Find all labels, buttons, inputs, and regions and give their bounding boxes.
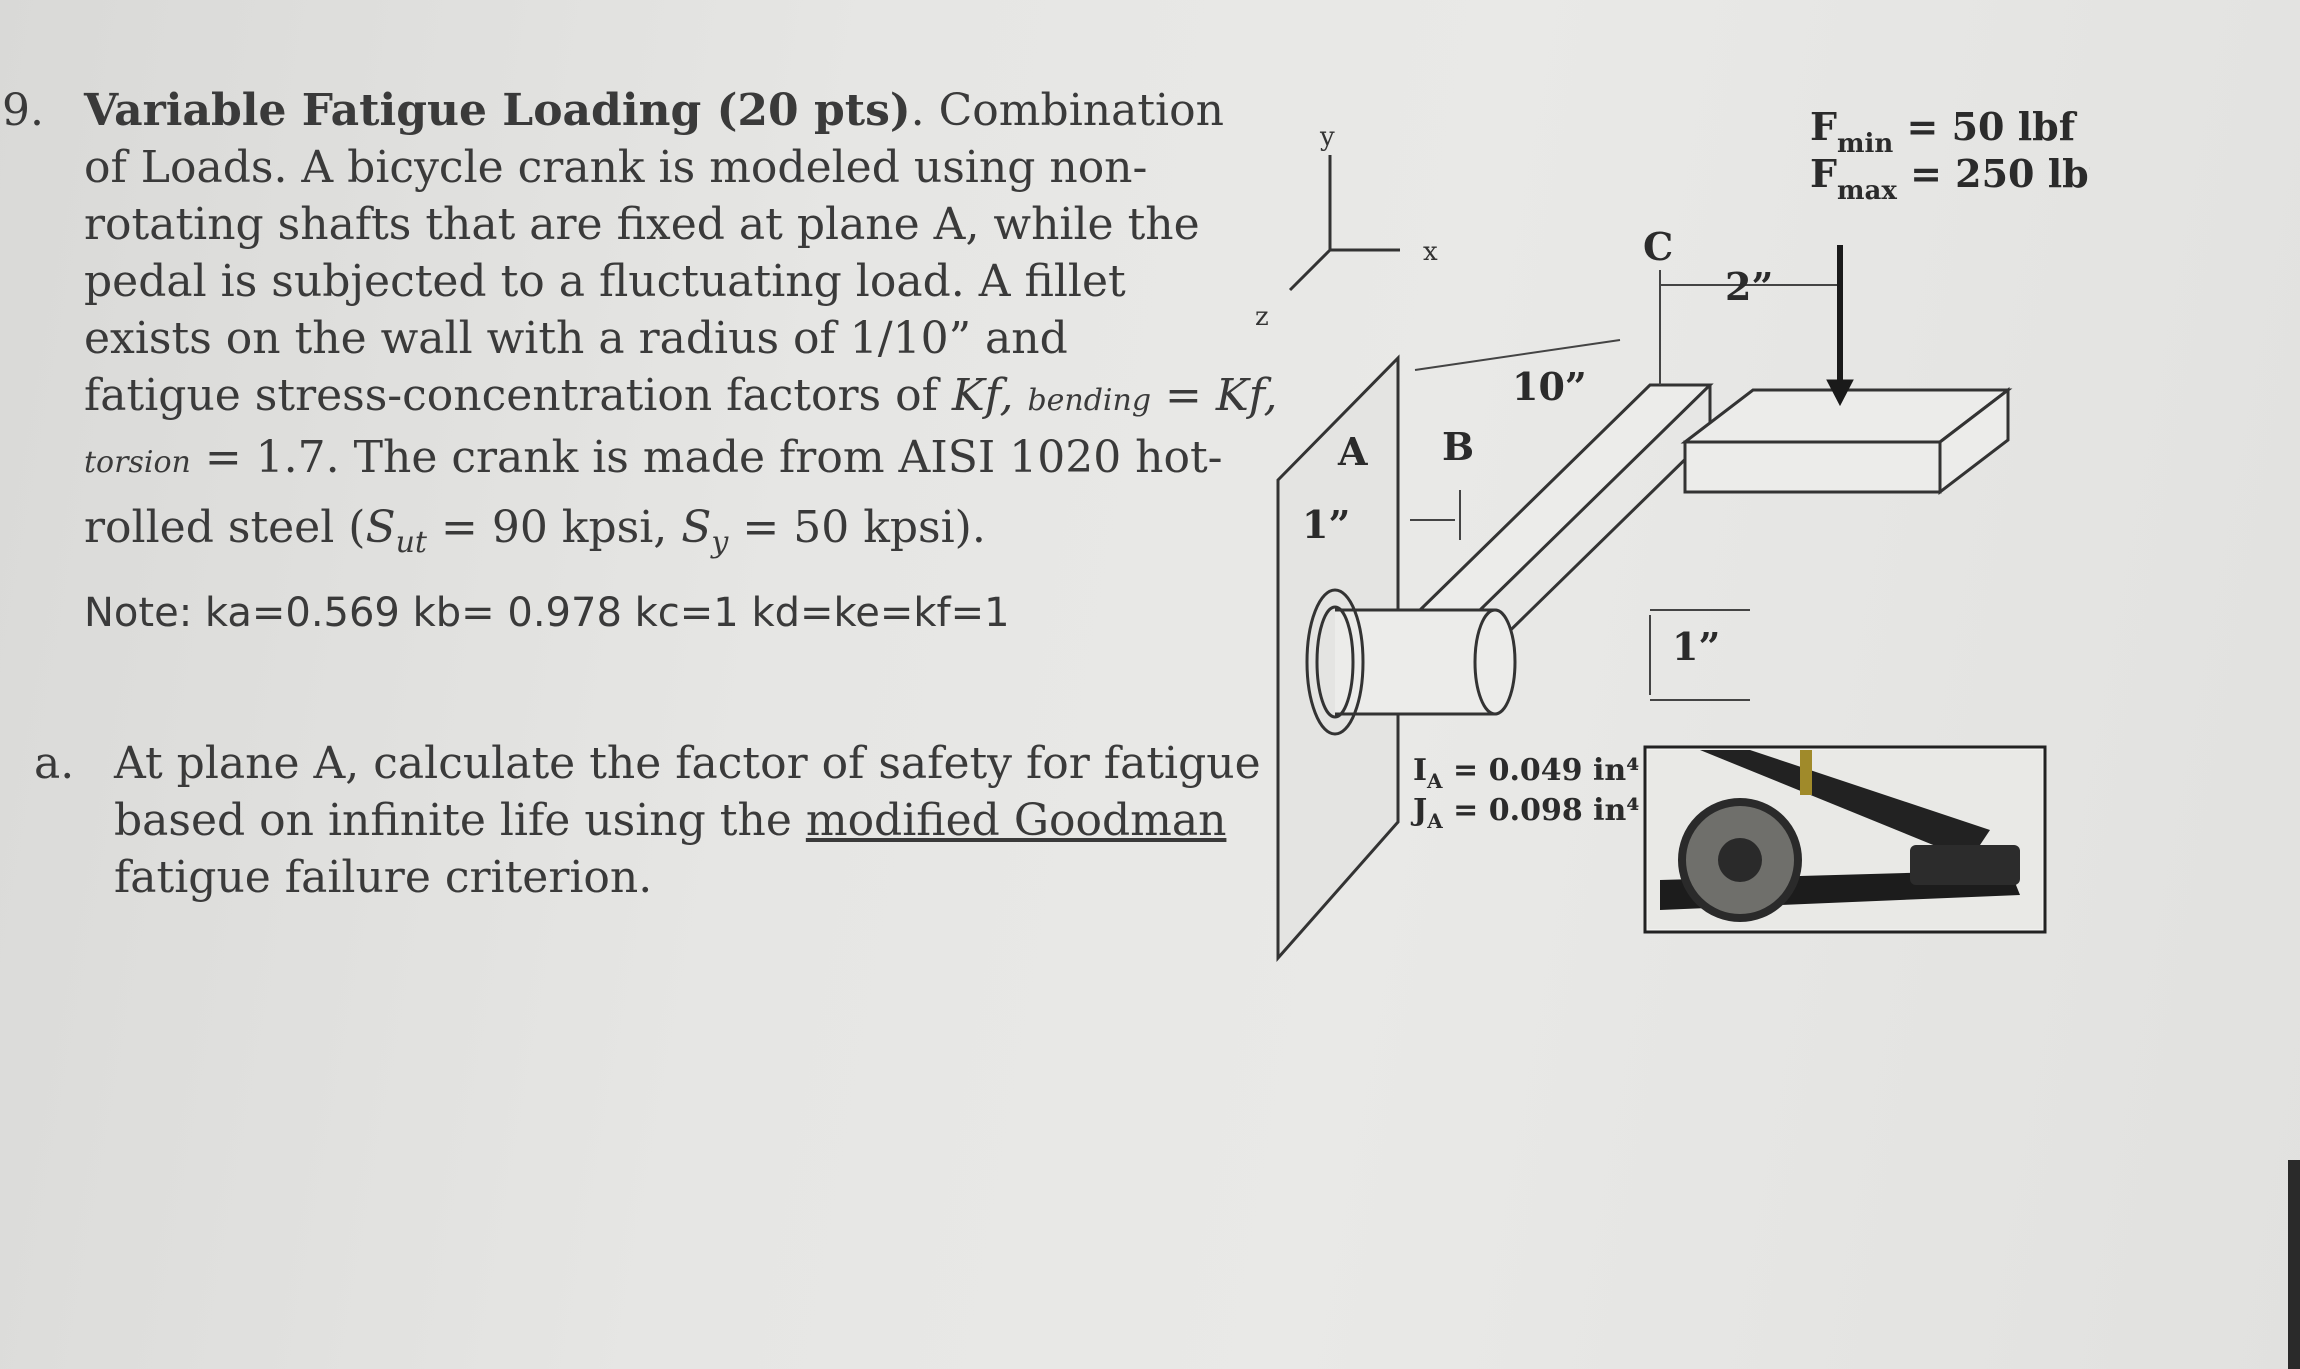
part-a-line-3: fatigue failure criterion. xyxy=(114,852,653,903)
label-b: B xyxy=(1442,424,1474,469)
problem-number: 9. xyxy=(2,85,44,136)
bicycle-crank-photo xyxy=(1643,745,2047,934)
problem-line-2: of Loads. A bicycle crank is modeled usi… xyxy=(84,142,1148,193)
problem-statement: Variable Fatigue Loading (20 pts). Combi… xyxy=(84,82,1278,642)
dim-10-label: 10” xyxy=(1512,364,1587,409)
problem-line-8: rolled steel (Sut = 90 kpsi, Sy = 50 kps… xyxy=(84,502,986,560)
note-line: Note: ka=0.569 kb= 0.978 kc=1 kd=ke=kf=1 xyxy=(84,589,1010,636)
part-a-text: At plane A, calculate the factor of safe… xyxy=(114,735,1261,906)
page-edge-shadow xyxy=(2288,1160,2300,1369)
axes-triad xyxy=(1288,155,1400,292)
label-a: A xyxy=(1337,429,1368,474)
ja-label: JA = 0.098 in⁴ xyxy=(1410,793,1640,833)
dimension-lines xyxy=(1410,270,1840,701)
dim-1-left-label: 1” xyxy=(1302,502,1350,547)
part-a-line-1: At plane A, calculate the factor of safe… xyxy=(114,738,1261,789)
part-a-label: a. xyxy=(34,738,75,789)
problem-line-3: rotating shafts that are fixed at plane … xyxy=(84,199,1200,250)
shaft-cylinder xyxy=(1305,588,1517,736)
problem-line-5: exists on the wall with a radius of 1/10… xyxy=(84,313,1068,364)
fmin-label: Fmin = 50 lbf xyxy=(1810,104,2078,159)
axis-x-label: x xyxy=(1423,237,1438,267)
label-c: C xyxy=(1643,224,1673,269)
axis-z-label: z xyxy=(1255,302,1269,332)
problem-line-4: pedal is subjected to a fluctuating load… xyxy=(84,256,1126,307)
problem-title: Variable Fatigue Loading (20 pts) xyxy=(84,85,911,136)
problem-line-7: torsion = 1.7. The crank is made from AI… xyxy=(84,432,1223,483)
ia-label: IA = 0.049 in⁴ xyxy=(1413,753,1639,793)
part-a-line-2: based on infinite life using the modifie… xyxy=(114,795,1227,846)
fmax-label: Fmax = 250 lbf xyxy=(1810,151,2090,206)
crank-diagram: y x z xyxy=(1255,104,2090,962)
problem-line-1: Variable Fatigue Loading (20 pts). Combi… xyxy=(84,85,1224,136)
axis-y-label: y xyxy=(1319,122,1335,152)
dim-1-right-label: 1” xyxy=(1672,624,1720,669)
force-arrow xyxy=(1826,245,1854,407)
dim-2-label: 2” xyxy=(1725,264,1773,309)
goodman-term: modified Goodman xyxy=(805,795,1227,846)
problem-line-6: fatigue stress-concentration factors of … xyxy=(84,370,1278,421)
crank-figure: y x z xyxy=(1230,100,2090,980)
pedal-block xyxy=(1680,386,2013,496)
